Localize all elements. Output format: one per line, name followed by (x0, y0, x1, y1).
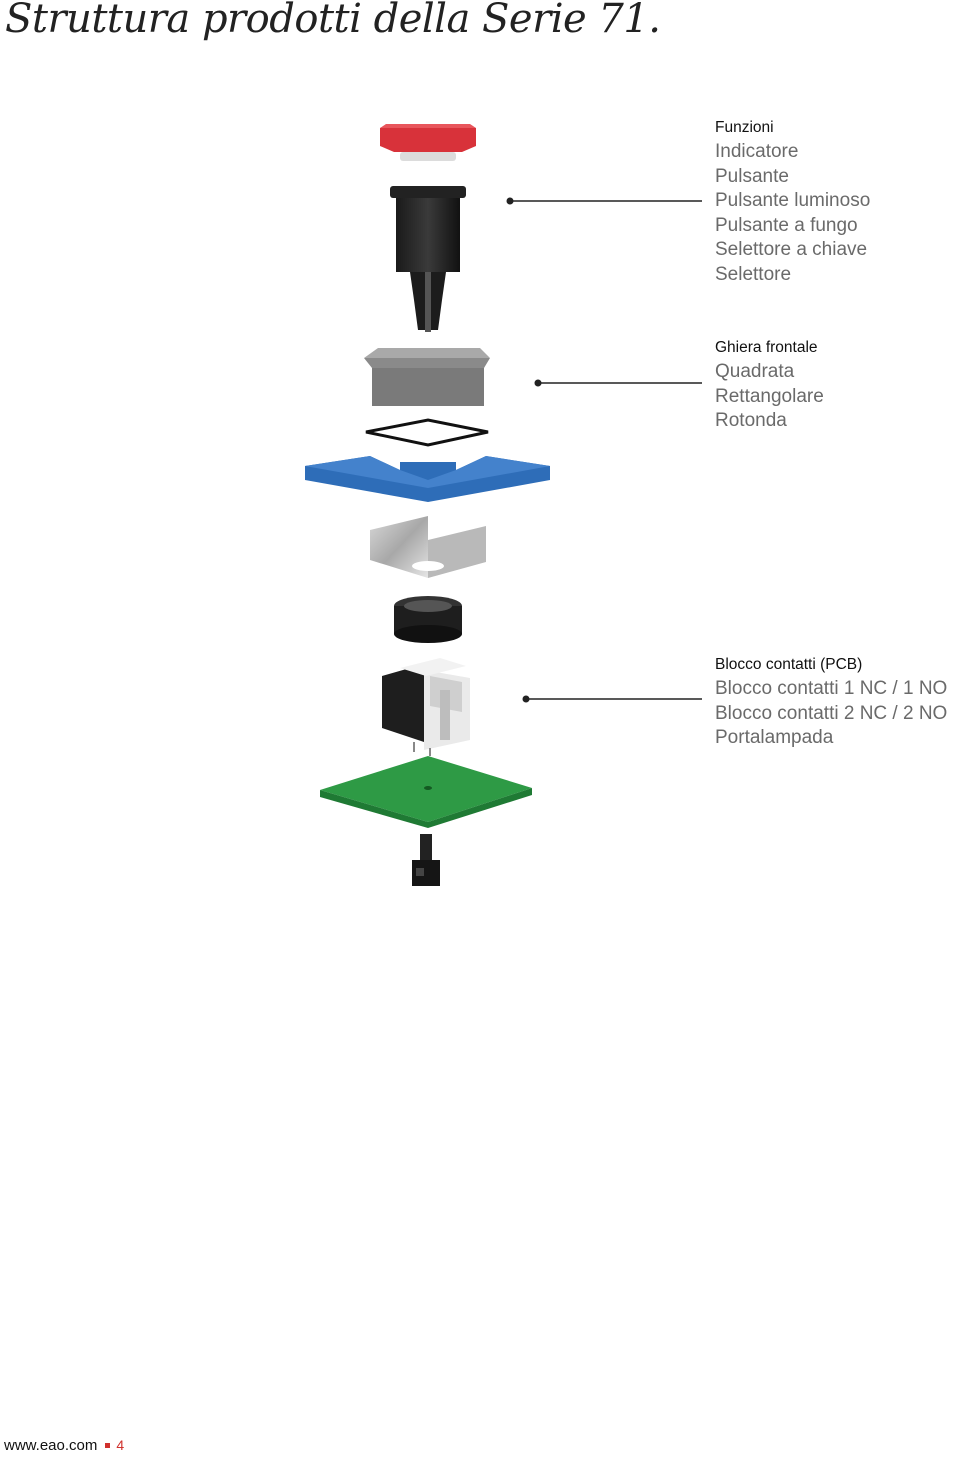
page-title: Struttura prodotti della Serie 71. (5, 0, 661, 42)
blue-frame-part (305, 456, 550, 502)
page-number: 4 (116, 1437, 125, 1453)
group-item-list: Blocco contatti 1 NC / 1 NO Blocco conta… (715, 677, 960, 751)
leader-line-funzioni (506, 197, 702, 205)
leader-line-blocco (522, 695, 702, 703)
list-item: Pulsante luminoso (715, 190, 871, 211)
gray-bezel-part (364, 348, 490, 406)
red-cap-part (380, 124, 476, 161)
list-item: Indicatore (715, 141, 799, 162)
pcb-part (320, 756, 532, 828)
list-item: Selettore (715, 263, 792, 285)
group-blocco-contatti: Blocco contatti (PCB) Blocco contatti 1 … (715, 655, 960, 751)
group-item-list: Quadrata Rettangolare Rotonda (715, 360, 960, 434)
contact-block-part (382, 658, 470, 756)
group-funzioni: Funzioni Indicatore Pulsante Pulsante lu… (715, 118, 960, 287)
separator-square-icon (105, 1442, 111, 1448)
group-heading: Ghiera frontale (715, 339, 818, 356)
footer-url-link[interactable]: www.eao.com (4, 1437, 98, 1454)
lamp-holder-part (412, 834, 440, 886)
list-item: Rettangolare (715, 385, 824, 407)
gasket-part (365, 418, 489, 447)
page-footer: www.eao.com 4 (4, 1437, 124, 1454)
group-item-list: Indicatore Pulsante Pulsante luminoso Pu… (715, 140, 960, 287)
list-item: Pulsante (715, 165, 789, 187)
leader-line-ghiera (534, 379, 702, 387)
list-item: Blocco contatti 1 NC / 1 NO (715, 678, 948, 699)
list-item: Pulsante a fungo (715, 214, 858, 236)
list-item: Rotonda (715, 410, 787, 431)
group-heading: Funzioni (715, 119, 774, 136)
exploded-view-diagram (305, 124, 702, 886)
fixing-nut-part (394, 596, 462, 643)
group-ghiera-frontale: Ghiera frontale Quadrata Rettangolare Ro… (715, 338, 960, 434)
list-item: Quadrata (715, 361, 795, 382)
metal-bracket-part (370, 516, 486, 578)
list-item: Blocco contatti 2 NC / 2 NO (715, 702, 948, 724)
list-item: Portalampada (715, 727, 834, 748)
list-item: Selettore a chiave (715, 239, 868, 260)
actuator-body-part (390, 186, 466, 332)
group-heading: Blocco contatti (PCB) (715, 656, 863, 673)
